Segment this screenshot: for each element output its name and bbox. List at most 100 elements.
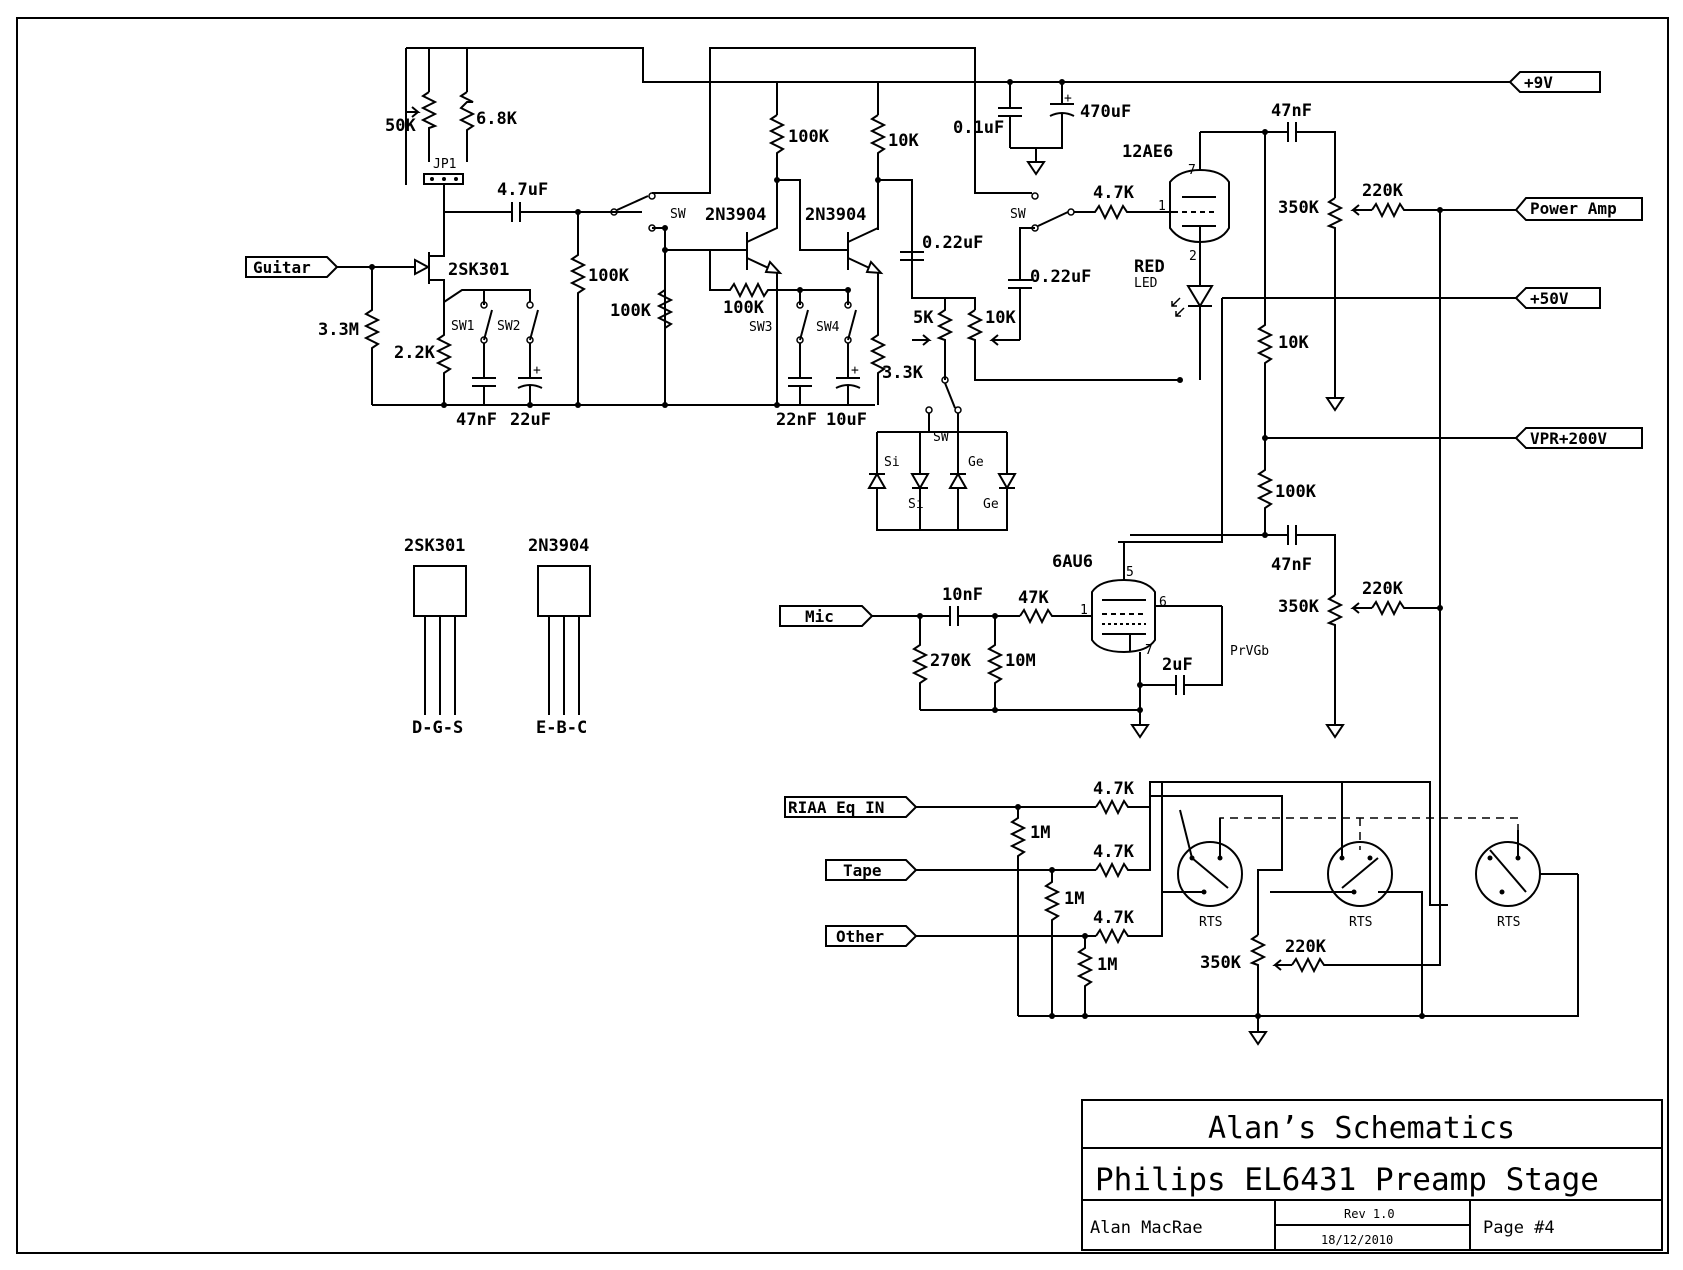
package-2sk301: 2SK301 D-G-S [404,536,467,738]
port-other[interactable]: Other [825,925,918,947]
label-sw1: SW1 [451,319,474,334]
ground-symbol-b [1325,397,1345,412]
switch-bypass-a[interactable]: SW [610,47,995,405]
title-block: Alan’s Schematics Philips EL6431 Preamp … [1081,1099,1663,1251]
pot-350k-a: 350K [1278,197,1372,398]
port-vpr200v[interactable]: VPR+200V [1514,427,1643,449]
label-guitar: Guitar [253,258,311,277]
gang-linkage [1219,817,1519,850]
switch-sw2[interactable]: SW2 [497,301,539,344]
led-red: RED LED [1134,242,1214,380]
switch-diode-select[interactable]: SW [925,376,962,445]
label-r2k2: 2.2K [394,343,436,363]
resistor-220k-a: 220K [1362,181,1516,219]
port-guitar[interactable]: Guitar [245,256,339,278]
label-sw3: SW3 [749,320,772,335]
label-r100k-d: 100K [723,298,765,318]
label-r3m3: 3.3M [318,320,359,340]
label-r1m-a: 1M [1030,823,1050,843]
label-p5k: 5K [913,308,934,328]
tube-12ae6: 12AE6 7 1 2 [1122,132,1230,264]
label-c2u: 2uF [1162,655,1193,675]
label-r270k: 270K [930,651,972,671]
rotary-switch-rts-3[interactable]: RTS [1475,830,1578,930]
diode-si-1: Si [867,455,900,489]
label-ge1: Ge [968,455,984,470]
label-r1m-c: 1M [1097,955,1117,975]
title-author: Alan MacRae [1090,1218,1203,1238]
label-tape: Tape [843,861,882,880]
label-plus50v: +50V [1530,289,1569,308]
label-q2sk301: 2SK301 [448,260,509,280]
rotary-switch-rts-1[interactable]: RTS [1162,809,1243,930]
label-jp1: JP1 [433,157,456,172]
resistor-100k-b: 100K [610,228,674,405]
label-pins-b: E-B-C [536,718,587,738]
switch-sw4[interactable]: SW4 [816,290,857,344]
label-other: Other [836,927,884,946]
switch-sw1[interactable]: SW1 [451,301,493,344]
cap-10nf: 10nF [942,585,1020,626]
label-c22u: 22uF [510,410,551,430]
resistor-10m: 10M [986,616,1036,710]
label-c47n-a: 47nF [456,410,497,430]
diode-ge-1: Ge [948,455,984,489]
title-company: Alan’s Schematics [1208,1111,1515,1146]
resistor-47k: 47K [1018,588,1092,625]
pot-10k: 10K [966,308,1180,381]
label-p350k-c: 350K [1200,953,1242,973]
wire-plus50v [1118,297,1516,543]
cap-4u7: 4.7uF [444,180,642,222]
pot-5k: 5K [912,298,954,380]
label-pkg-a: 2SK301 [404,536,465,556]
title-main: Philips EL6431 Preamp Stage [1095,1162,1599,1198]
label-vpr200v: VPR+200V [1530,429,1607,448]
cap-0u22-b: 0.22uF [1008,227,1091,340]
rotary-switch-rts-2[interactable]: RTS [1270,782,1423,1016]
label-r100k-e: 100K [1275,482,1317,502]
port-tape[interactable]: Tape [825,859,918,881]
label-t6au6: 6AU6 [1052,552,1093,572]
transistor-q2: 2N3904 [805,205,884,275]
label-r47k: 47K [1018,588,1049,608]
port-mic[interactable]: Mic [779,605,874,627]
cap-47nf-b: 47nF [1200,101,1336,198]
cap-0u22-a: 0.22uF [900,188,983,299]
resistor-3m3: 3.3M [318,267,381,405]
label-power-amp: Power Amp [1530,199,1617,218]
label-r4k7-b: 4.7K [1093,779,1135,799]
switch-sw3[interactable]: SW3 [749,290,809,344]
label-r50k: 50K [385,116,416,136]
port-riaa[interactable]: RIAA Eq IN [784,796,918,818]
label-sw4: SW4 [816,320,840,335]
label-led-led: LED [1134,276,1158,291]
port-power-amp[interactable]: Power Amp [1514,197,1643,221]
label-sw2: SW2 [497,319,520,334]
label-sw-a: SW [670,207,686,222]
transistor-q1: 2N3904 [665,180,783,275]
resistor-10k-a: 10K [869,114,919,230]
label-r10k-b: 10K [1278,333,1309,353]
resistor-100k-e: 100K [1256,438,1317,535]
label-q2n3904-a: 2N3904 [705,205,766,225]
sheet-border [16,17,1669,1254]
port-plus9v[interactable]: +9V [1508,71,1601,93]
port-plus50v[interactable]: +50V [1514,287,1601,309]
pot-50k: 50K [385,91,438,162]
cap-47nf-a: 47nF [456,343,497,430]
label-si1: Si [884,455,900,470]
label-rts1: RTS [1199,915,1222,930]
resistor-100k-c: 100K [768,114,830,180]
label-si2: Si [908,497,924,512]
label-r100k-a: 100K [588,266,630,286]
title-date: 18/12/2010 [1321,1233,1393,1247]
resistor-4k7-c: 4.7K [1093,781,1448,906]
label-c220n-a: 0.22uF [922,233,983,253]
label-c47n-c: 47nF [1271,555,1312,575]
label-r10k-a: 10K [888,131,919,151]
package-2n3904: 2N3904 E-B-C [528,536,591,738]
switch-bypass-b[interactable]: SW [995,192,1075,232]
label-r220k-a: 220K [1362,181,1404,201]
svg-text:+: + [851,363,859,378]
label-c470u: 470uF [1080,102,1131,122]
